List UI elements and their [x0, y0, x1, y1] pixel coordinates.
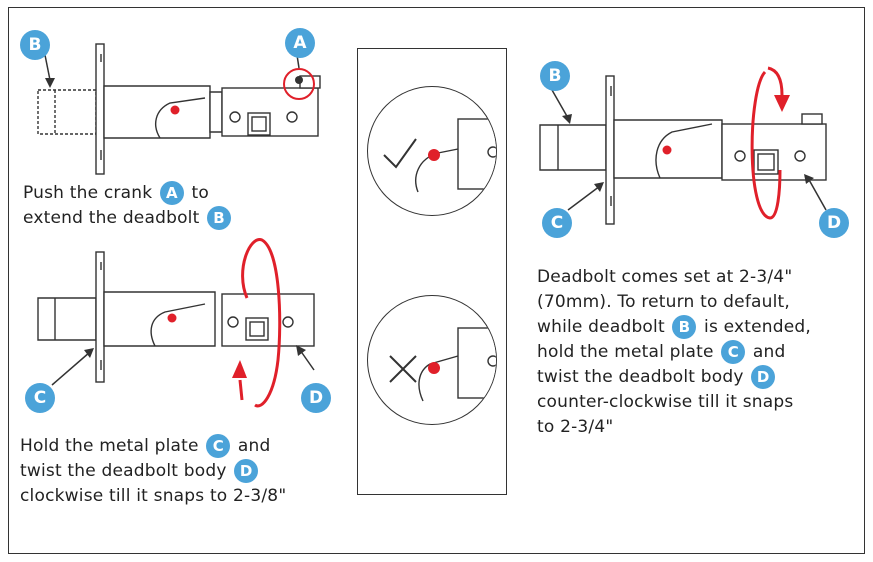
- step2-text: clockwise till it snaps to 2-3/8": [20, 486, 287, 506]
- badge-b-inline: B: [672, 315, 697, 339]
- badge-c: C: [25, 383, 55, 413]
- step1-text: to: [191, 183, 209, 203]
- badge-d-inline: D: [234, 459, 259, 483]
- checkmark-icon: [383, 138, 417, 169]
- badge-d: D: [301, 383, 331, 413]
- badge-c-inline: C: [206, 434, 231, 458]
- step3-caption: Deadbolt comes set at 2-3/4" (70mm). To …: [537, 265, 811, 440]
- badge-d: D: [819, 208, 849, 238]
- step3-text: counter-clockwise till it snaps: [537, 392, 794, 412]
- badge-c-inline: C: [721, 340, 746, 364]
- step1-text: Push the crank: [23, 183, 153, 203]
- step2-text: and: [237, 436, 271, 456]
- badge-a: A: [285, 28, 315, 58]
- step3-text: is extended,: [704, 317, 811, 337]
- badge-b: B: [540, 61, 570, 91]
- badge-a-inline: A: [159, 181, 184, 205]
- badge-d-inline: D: [751, 365, 776, 389]
- step2-text: Hold the metal plate: [20, 436, 199, 456]
- step1-text: extend the deadbolt: [23, 208, 200, 228]
- badge-b: B: [20, 30, 50, 60]
- step3-text: (70mm). To return to default,: [537, 292, 790, 312]
- incorrect-detail-drawing: [418, 327, 496, 402]
- diagram-frame: [8, 7, 865, 554]
- step3-text: while deadbolt: [537, 317, 665, 337]
- incorrect-detail-circle: [367, 295, 497, 425]
- step3-text: to 2-3/4": [537, 417, 614, 437]
- step3-text: Deadbolt comes set at 2-3/4": [537, 267, 793, 287]
- badge-c: C: [542, 208, 572, 238]
- badge-b-inline: B: [207, 206, 232, 230]
- correct-detail-drawing: [415, 118, 496, 193]
- step3-text: twist the deadbolt body: [537, 367, 744, 387]
- comparison-panel: [357, 48, 507, 495]
- step3-text: hold the metal plate: [537, 342, 714, 362]
- step3-text: and: [752, 342, 786, 362]
- x-mark-icon: [389, 355, 417, 383]
- step2-text: twist the deadbolt body: [20, 461, 227, 481]
- correct-detail-circle: [367, 86, 497, 216]
- step1-caption: Push the crank A to extend the deadbolt …: [23, 181, 233, 231]
- step2-caption: Hold the metal plate C and twist the dea…: [20, 434, 286, 509]
